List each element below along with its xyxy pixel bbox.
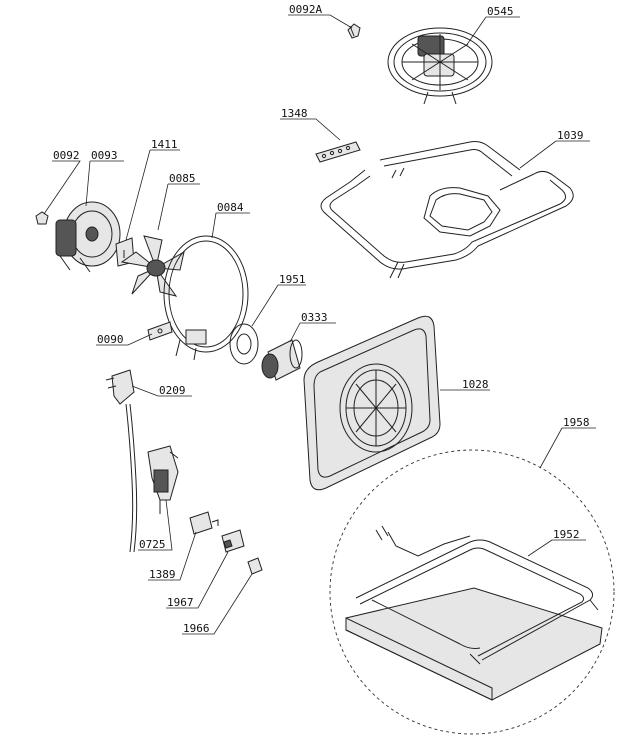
leader-1348 — [280, 118, 341, 141]
part-1951-washer[interactable] — [229, 323, 259, 365]
detail-circle-1958 — [329, 449, 615, 735]
leader-0090 — [96, 333, 153, 346]
part-1952-bottom-element[interactable] — [345, 525, 603, 701]
label-0545[interactable]: 0545 — [487, 5, 514, 18]
leader-1951 — [251, 284, 306, 327]
leader-1967 — [166, 551, 229, 609]
part-1039-grill-element[interactable] — [320, 141, 574, 279]
label-0084[interactable]: 0084 — [217, 201, 244, 214]
label-0085[interactable]: 0085 — [169, 172, 196, 185]
leader-1039 — [519, 140, 590, 169]
label-1958[interactable]: 1958 — [563, 416, 590, 429]
label-0092[interactable]: 0092 — [53, 149, 80, 162]
part-0092A-clip[interactable] — [347, 23, 361, 39]
label-0090[interactable]: 0090 — [97, 333, 124, 346]
label-0093[interactable]: 0093 — [91, 149, 118, 162]
part-0333-lamp-holder[interactable] — [261, 339, 303, 381]
part-0085-fan-blade[interactable] — [120, 235, 185, 297]
leader-0725 — [138, 499, 173, 551]
part-0545-fan-motor[interactable] — [387, 27, 493, 105]
label-1967[interactable]: 1967 — [167, 596, 194, 609]
leader-0092A — [288, 14, 353, 29]
leader-0092 — [43, 160, 81, 215]
leader-1966 — [182, 573, 253, 635]
leader-1952 — [527, 539, 586, 557]
leader-0209 — [131, 385, 192, 397]
label-1411[interactable]: 1411 — [151, 138, 178, 151]
leader-0084 — [211, 212, 250, 239]
part-1966-clip[interactable] — [247, 557, 263, 575]
part-0084-circular-element[interactable] — [163, 235, 249, 361]
label-0333[interactable]: 0333 — [301, 311, 328, 324]
part-1348-terminal-plate[interactable] — [315, 141, 361, 163]
part-0093-rear-fan-motor[interactable] — [55, 201, 121, 273]
leader-0085 — [157, 183, 200, 231]
leader-1411 — [125, 149, 180, 241]
label-0209[interactable]: 0209 — [159, 384, 186, 397]
leader-1389 — [148, 531, 197, 581]
leader-1958 — [539, 427, 596, 469]
part-0092-clip[interactable] — [35, 211, 49, 225]
label-1966[interactable]: 1966 — [183, 622, 210, 635]
label-1952[interactable]: 1952 — [553, 528, 580, 541]
part-1028-rear-panel[interactable] — [303, 315, 441, 491]
label-1039[interactable]: 1039 — [557, 129, 584, 142]
label-1028[interactable]: 1028 — [462, 378, 489, 391]
label-0725[interactable]: 0725 — [139, 538, 166, 551]
part-0725-switch[interactable] — [147, 445, 179, 514]
part-1389-micro-switch[interactable] — [189, 511, 219, 535]
leader-0333 — [289, 322, 336, 343]
label-0092A[interactable]: 0092A — [289, 3, 322, 16]
part-0209-power-cord[interactable] — [105, 369, 138, 553]
part-0090-bracket[interactable] — [147, 321, 173, 341]
leader-0093 — [85, 160, 124, 207]
label-1951[interactable]: 1951 — [279, 273, 306, 286]
label-1389[interactable]: 1389 — [149, 568, 176, 581]
part-1967-connector[interactable] — [221, 529, 245, 553]
label-1348[interactable]: 1348 — [281, 107, 308, 120]
leader-0545 — [465, 16, 520, 47]
